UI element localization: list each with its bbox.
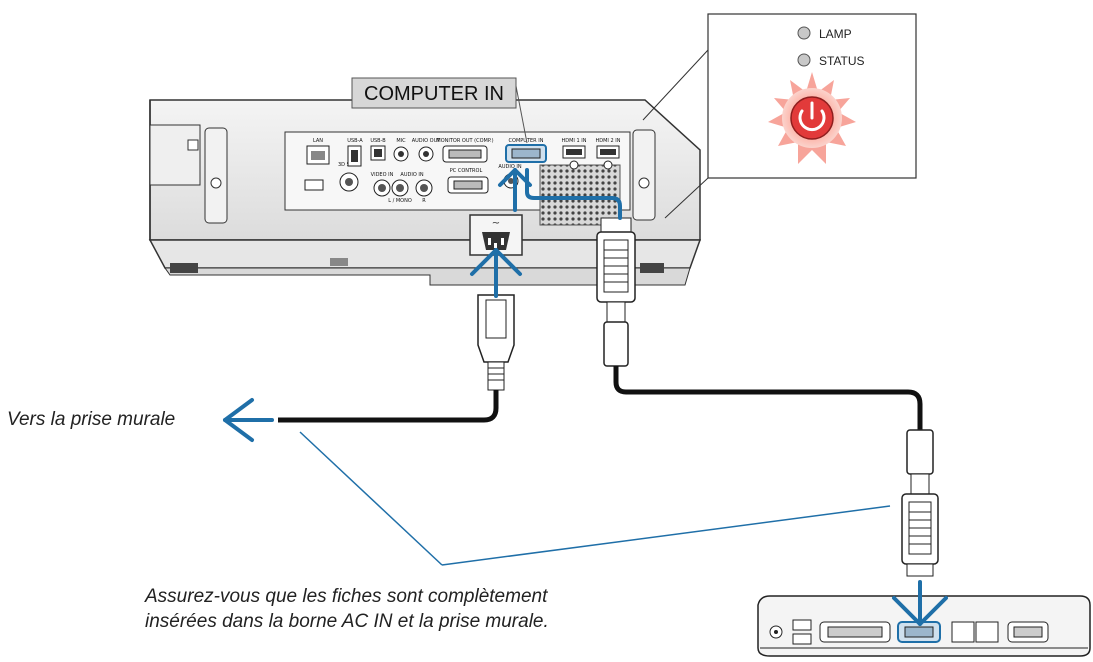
lamp-led: [797, 26, 811, 40]
port-label-audio-out: AUDIO OUT: [412, 138, 442, 144]
laptop-usb-port-1: [792, 619, 812, 631]
security-slot-icon: [187, 139, 199, 151]
port-label-monitor-out: MONITOR OUT (COMP.): [436, 138, 493, 144]
handle-right: [632, 129, 656, 221]
lock-icon: [304, 179, 324, 191]
indicator-panel: LAMP STATUS: [642, 13, 917, 219]
note-caption-line1: Assurez-vous que les fiches sont complèt…: [145, 586, 548, 607]
wall-outlet-arrow: [223, 398, 274, 442]
port-label-audio-in: AUDIO IN: [400, 172, 423, 178]
svg-text:~: ~: [492, 218, 500, 229]
leader-line-right: [441, 505, 891, 566]
laptop-vga-arrow: [892, 580, 948, 626]
port-label-video-in: VIDEO IN: [371, 172, 394, 178]
power-icon: [798, 101, 826, 132]
handle-left: [204, 127, 228, 224]
port-label-hdmi1: HDMI 1 IN: [562, 138, 587, 144]
port-label-l-mono: L / MONO: [388, 198, 412, 204]
port-label-r: R: [422, 198, 426, 204]
foot-left: [170, 263, 198, 273]
computer-in-arrow: [498, 168, 622, 220]
foot-right: [640, 263, 664, 273]
laptop-usb-port-2: [792, 633, 812, 645]
wall-outlet-caption: Vers la prise murale: [7, 409, 176, 430]
port-label-pc-control: PC CONTROL: [450, 168, 483, 174]
port-label-usb-a: USB-A: [347, 138, 363, 144]
laptop-lan-port: [951, 621, 975, 643]
leader-line-left: [299, 431, 443, 566]
computer-in-callout: COMPUTER IN: [351, 77, 528, 144]
power-cord: [278, 294, 515, 423]
laptop: [757, 595, 1091, 657]
port-label-mic: MIC: [396, 138, 406, 144]
vga-cable: [596, 217, 939, 577]
ac-inlet-arrow: [470, 248, 522, 298]
laptop-modem-port: [975, 621, 999, 643]
port-label-lan: LAN: [313, 138, 323, 144]
port-label-hdmi2: HDMI 2 IN: [596, 138, 621, 144]
port-label-usb-b: USB-B: [370, 138, 386, 144]
status-led: [797, 53, 811, 67]
status-label: STATUS: [819, 54, 865, 68]
lamp-label: LAMP: [819, 27, 852, 41]
note-caption-line2: insérées dans la borne AC IN et la prise…: [145, 611, 549, 632]
port-label-audio-in-2: AUDIO IN: [498, 164, 521, 170]
vent-grille: [539, 164, 621, 226]
callout-label: COMPUTER IN: [364, 83, 504, 105]
